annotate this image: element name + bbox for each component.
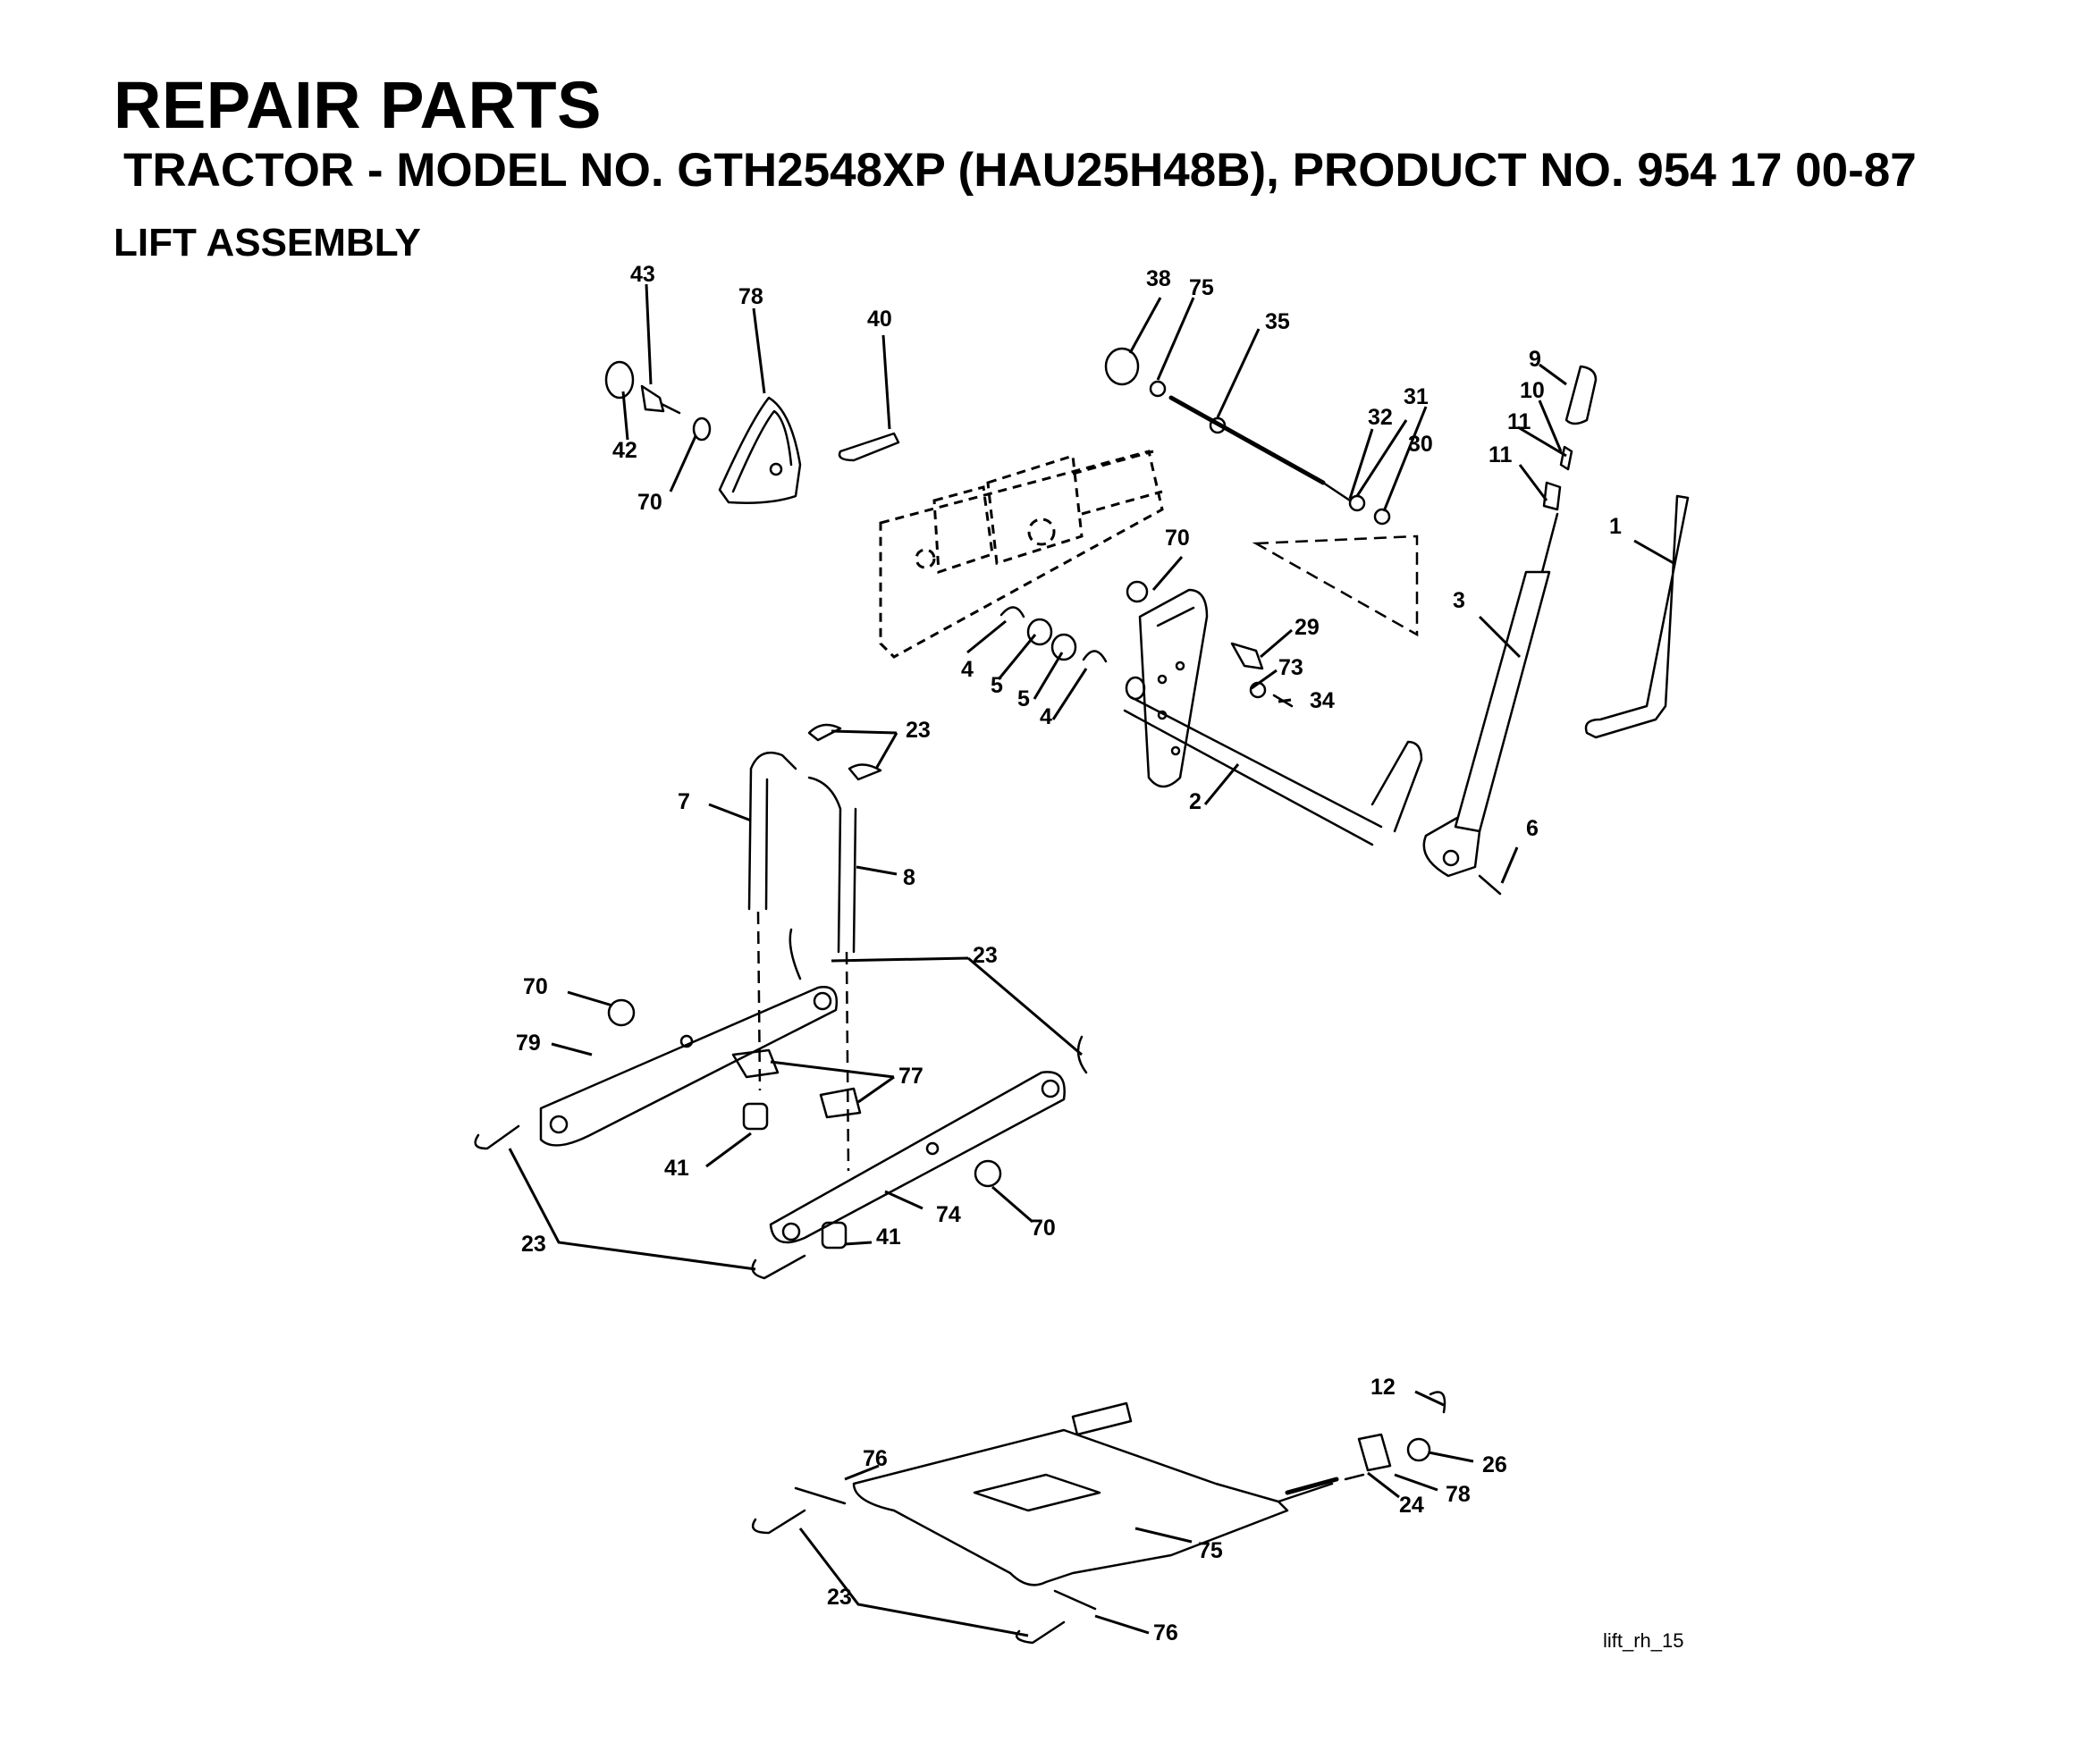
figure-id: lift_rh_15 <box>1603 1629 1684 1652</box>
callout-8: 10 <box>1520 378 1545 403</box>
lift-shaft-2 <box>1123 580 1423 846</box>
callout-41b: 41 <box>876 1224 901 1250</box>
callout-3: 3 <box>1453 588 1465 613</box>
callout-23d: 23 <box>827 1585 852 1610</box>
callout-26: 26 <box>1482 1452 1507 1477</box>
plate-75 <box>751 1391 1446 1645</box>
nuts-41-70-77 <box>607 998 1002 1250</box>
callout-72: 73 <box>1278 655 1303 680</box>
handle-1 <box>1584 494 1690 739</box>
link-79 <box>539 986 839 1147</box>
callout-38: 40 <box>867 307 892 332</box>
pins-23 <box>474 723 1088 1280</box>
rod-38 <box>838 432 900 462</box>
callout-29: 29 <box>1295 615 1320 640</box>
callout-11b: 8 <box>903 865 915 890</box>
callout-33: 34 <box>1310 688 1335 713</box>
callout-76b: 76 <box>1153 1620 1178 1645</box>
bracket-43 <box>718 396 802 504</box>
callout-9: 11 <box>1507 409 1531 434</box>
callout-43: 78 <box>738 284 763 309</box>
frame-outline <box>879 450 1419 659</box>
callout-23b: 23 <box>973 943 998 968</box>
callout-41a: 41 <box>664 1156 689 1181</box>
callout-39: 42 <box>612 438 637 463</box>
callout-70c: 70 <box>1031 1216 1056 1241</box>
callout-70a: 70 <box>1165 526 1190 551</box>
callout-23c: 23 <box>521 1232 546 1257</box>
adjustment-rod-34 <box>1104 347 1391 526</box>
callout-75: 75 <box>1198 1538 1223 1563</box>
callout-24: 24 <box>1399 1493 1424 1518</box>
callout-7: 9 <box>1529 347 1541 372</box>
link-74 <box>769 1071 1066 1244</box>
page-title: REPAIR PARTS <box>114 68 602 142</box>
bolt-6 <box>1478 874 1502 896</box>
rods-11 <box>747 751 857 1172</box>
callout-4a: 4 <box>961 657 974 682</box>
callout-6: 6 <box>1526 816 1539 841</box>
leader-lines <box>508 283 1674 1637</box>
callout-23a: 23 <box>906 718 931 743</box>
callout-42: 70 <box>637 490 662 515</box>
callout-11a: 7 <box>678 789 690 814</box>
knob-39-40 <box>604 360 712 442</box>
callout-78: 78 <box>1446 1482 1471 1507</box>
callout-12: 12 <box>1370 1375 1396 1400</box>
callout-30: 30 <box>1408 432 1433 457</box>
callout-40: 43 <box>630 262 655 287</box>
callout-74: 74 <box>936 1202 961 1227</box>
callout-31: 31 <box>1404 384 1429 409</box>
callout-79: 79 <box>516 1031 541 1056</box>
callout-73: 75 <box>1189 275 1214 300</box>
callout-76a: 76 <box>863 1446 888 1471</box>
section-heading: LIFT ASSEMBLY <box>114 221 421 265</box>
callout-77: 77 <box>898 1064 923 1089</box>
model-subtitle: TRACTOR - MODEL NO. GTH2548XP (HAU25H48B… <box>123 144 1917 197</box>
callout-70b: 70 <box>523 974 548 999</box>
callout-2: 2 <box>1189 789 1202 814</box>
washers-4-5 <box>999 606 1108 663</box>
callout-5b: 5 <box>1017 686 1030 711</box>
callout-34: 35 <box>1265 309 1290 334</box>
callout-4b: 4 <box>1040 704 1052 729</box>
callout-numbers: 43 78 40 42 70 38 75 35 31 32 30 9 10 11… <box>516 262 1622 1645</box>
callout-5a: 5 <box>991 673 1003 698</box>
callout-35: 38 <box>1146 266 1171 291</box>
callout-32: 32 <box>1368 405 1393 430</box>
callout-1: 1 <box>1609 514 1622 539</box>
callout-10: 11 <box>1489 442 1513 467</box>
